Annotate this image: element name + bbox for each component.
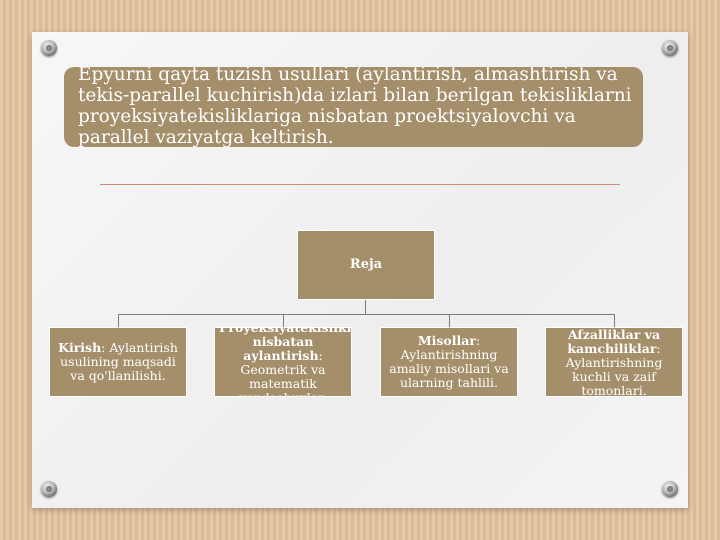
root-label: Reja: [349, 257, 383, 272]
slide-title: Epyurni qayta tuzish usullari (aylantiri…: [78, 67, 632, 147]
node-heading: Proyeksiyatekisliklarga nisbatan aylanti…: [219, 327, 352, 363]
pin-icon: [41, 40, 57, 56]
connector-child-1: [118, 314, 119, 327]
node-text: : Geometrik va matematik yondashuvlar.: [239, 348, 327, 397]
node-text: : Aylantirish usulining maqsadi va qo'll…: [60, 340, 178, 383]
pin-icon: [41, 481, 57, 497]
diagram-root-node: Reja: [297, 230, 435, 300]
divider-line: [100, 184, 620, 185]
node-heading: Misollar: [417, 333, 476, 348]
connector-horizontal: [118, 314, 615, 315]
title-banner: Epyurni qayta tuzish usullari (aylantiri…: [64, 67, 643, 147]
pin-icon: [662, 481, 678, 497]
pin-icon: [662, 40, 678, 56]
node-heading: Afzalliklar va kamchiliklar: [567, 327, 661, 356]
diagram-node-afzalliklar: Afzalliklar va kamchiliklar: Aylantirish…: [545, 327, 683, 397]
node-text: : Aylantirishning amaliy misollari va ul…: [389, 333, 509, 390]
connector-root-down: [365, 300, 366, 314]
diagram-node-misollar: Misollar: Aylantirishning amaliy misolla…: [380, 327, 518, 397]
connector-child-3: [449, 314, 450, 327]
diagram-node-kirish: Kirish: Aylantirish usulining maqsadi va…: [49, 327, 187, 397]
node-heading: Kirish: [58, 340, 102, 355]
connector-child-4: [614, 314, 615, 327]
node-text: : Aylantirishning kuchli va zaif tomonla…: [565, 341, 663, 397]
connector-child-2: [283, 314, 284, 327]
diagram-node-proyeksiya: Proyeksiyatekisliklarga nisbatan aylanti…: [214, 327, 352, 397]
